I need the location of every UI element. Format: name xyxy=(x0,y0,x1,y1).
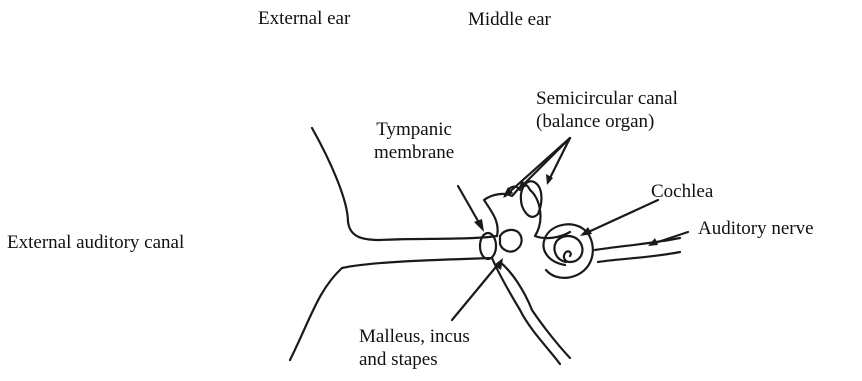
auditory-nerve-lower xyxy=(598,252,680,262)
auditory-nerve-pointer xyxy=(652,232,688,244)
tympanic-pointer-head xyxy=(474,219,484,232)
cochlea-pointer xyxy=(584,200,658,234)
cochlea-spiral-inner xyxy=(554,236,582,262)
ossicles-pointer xyxy=(452,262,500,320)
eustachian-outline xyxy=(500,262,570,358)
ossicles-shape xyxy=(500,230,522,252)
semicircular-pointer-3 xyxy=(548,138,570,182)
semicircular-pointer-2 xyxy=(520,138,570,188)
pinna-outline xyxy=(312,128,497,240)
middle-ear-outline xyxy=(484,184,570,238)
